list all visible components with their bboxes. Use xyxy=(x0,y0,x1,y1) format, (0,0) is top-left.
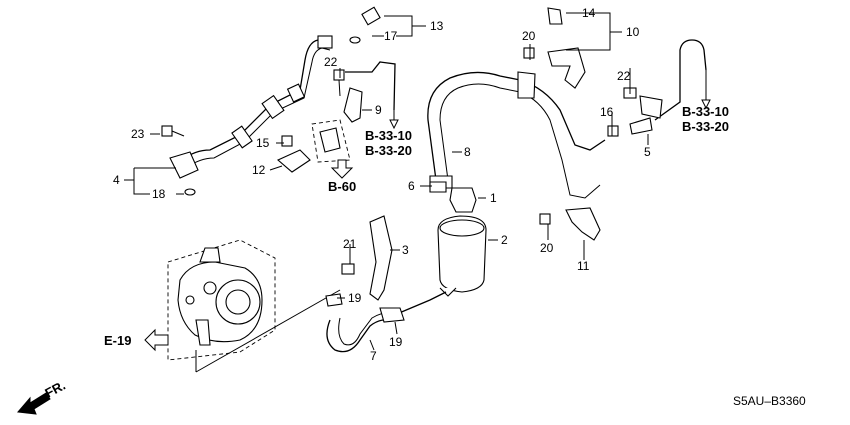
callout-18: 18 xyxy=(152,187,166,201)
callout-16: 16 xyxy=(600,105,614,119)
return-hose-8 xyxy=(427,71,606,199)
callout-13: 13 xyxy=(430,19,444,33)
callout-14: 14 xyxy=(582,6,596,20)
b60-arrow xyxy=(330,159,354,179)
callout-9: 9 xyxy=(375,103,382,117)
bracket-10 xyxy=(523,7,586,89)
ref-b3320-right: B-33-20 xyxy=(682,119,729,134)
callout-11: 11 xyxy=(577,259,590,273)
callout-3: 3 xyxy=(402,243,409,257)
callout-1: 1 xyxy=(490,191,497,205)
ref-b3320-mid: B-33-20 xyxy=(365,143,412,158)
hose-bracket-9 xyxy=(333,69,363,123)
callout-21: 21 xyxy=(343,237,357,251)
callout-20a: 20 xyxy=(522,29,536,43)
callout-6: 6 xyxy=(408,179,415,193)
ref-b3310-right: B-33-10 xyxy=(682,104,729,119)
callout-19a: 19 xyxy=(348,291,362,305)
callout-2: 2 xyxy=(501,233,508,247)
clamp-12 xyxy=(276,135,311,173)
callout-5: 5 xyxy=(644,145,651,159)
ref-b3310-mid: B-33-10 xyxy=(365,128,412,143)
callout-8: 8 xyxy=(464,145,471,159)
reservoir-tank xyxy=(437,215,487,297)
callout-20b: 20 xyxy=(540,241,554,255)
tank-bracket-3 xyxy=(341,215,393,301)
bolt-23 xyxy=(161,125,185,137)
callout-4: 4 xyxy=(113,173,120,187)
callout-22a: 22 xyxy=(324,55,338,69)
callout-19b: 19 xyxy=(389,335,403,349)
ref-e19: E-19 xyxy=(104,333,131,348)
e19-arrow xyxy=(144,328,169,352)
callout-22b: 22 xyxy=(617,69,631,83)
suction-hose-7 xyxy=(325,291,447,353)
diagram-code: S5AU–B3360 xyxy=(733,394,806,408)
power-steering-pump xyxy=(167,239,276,361)
callout-12: 12 xyxy=(252,163,266,177)
ref-b60: B-60 xyxy=(328,179,356,194)
front-arrow xyxy=(17,392,51,415)
stay-11 xyxy=(539,207,601,241)
pressure-switch xyxy=(349,6,381,44)
callout-17: 17 xyxy=(384,29,398,43)
callout-23: 23 xyxy=(131,127,145,141)
high-pressure-hose xyxy=(169,35,333,179)
callout-15: 15 xyxy=(256,136,270,150)
callout-10: 10 xyxy=(626,25,640,39)
callout-7: 7 xyxy=(370,349,377,363)
